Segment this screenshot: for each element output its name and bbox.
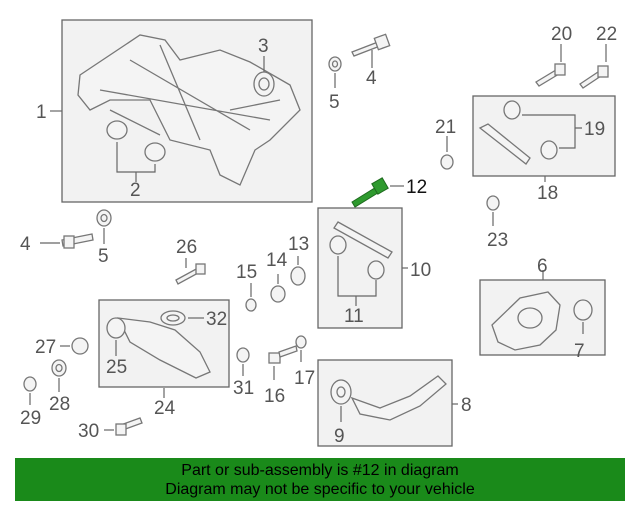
callout-1: 1	[36, 102, 47, 123]
callout-8: 8	[461, 395, 472, 416]
lower-arm-assembly[interactable]	[98, 299, 230, 398]
washer-5-top[interactable]	[328, 56, 342, 88]
callout-23: 23	[487, 230, 508, 251]
callout-2: 2	[130, 180, 141, 201]
bolt-part-30[interactable]	[104, 417, 143, 436]
nut-part-15[interactable]	[245, 283, 257, 312]
nut-part-31[interactable]	[236, 347, 250, 376]
washer-5-left[interactable]	[96, 209, 112, 244]
bolt-part-16[interactable]	[268, 345, 298, 380]
callout-12: 12	[406, 177, 427, 198]
bushing-part-14[interactable]	[270, 274, 286, 303]
bolt-part-22[interactable]	[579, 44, 609, 89]
bolt-part-20[interactable]	[535, 44, 566, 87]
nut-part-23[interactable]	[486, 195, 500, 226]
subframe-bushing-right	[144, 142, 166, 162]
callout-31: 31	[233, 378, 254, 399]
part-notice-banner: Part or sub-assembly is #12 in diagram D…	[15, 458, 625, 501]
cap-part-27[interactable]	[60, 337, 89, 355]
callout-19: 19	[584, 119, 605, 140]
callout-26: 26	[176, 237, 197, 258]
callout-32: 32	[206, 309, 227, 330]
banner-line-2: Diagram may not be specific to your vehi…	[165, 481, 475, 498]
callout-6: 6	[537, 256, 548, 277]
callout-4-top: 4	[366, 68, 377, 89]
subframe-assembly[interactable]	[50, 19, 313, 203]
callout-15: 15	[236, 262, 257, 283]
washer-part-28[interactable]	[51, 359, 67, 392]
callout-29: 29	[20, 408, 41, 429]
callout-21: 21	[435, 117, 456, 138]
subframe-bushing-left	[106, 120, 128, 140]
bolt-part-12[interactable]	[351, 177, 404, 208]
subframe-bolt-top[interactable]	[351, 33, 391, 68]
callout-25: 25	[106, 357, 127, 378]
callout-4-left: 4	[20, 234, 31, 255]
callout-28: 28	[49, 394, 70, 415]
trailing-arm-assembly[interactable]	[317, 359, 458, 447]
callout-16: 16	[264, 386, 285, 407]
callout-14: 14	[266, 250, 288, 271]
callout-5-left: 5	[98, 246, 109, 267]
callout-3: 3	[258, 36, 269, 57]
bushing-part-3	[253, 71, 275, 97]
subframe-bolt-left[interactable]	[40, 233, 94, 249]
callout-20: 20	[551, 24, 572, 45]
callout-17: 17	[294, 368, 315, 389]
subframe-body	[77, 34, 301, 186]
upper-link-assembly[interactable]	[317, 207, 408, 329]
callout-27: 27	[35, 337, 56, 358]
callout-13: 13	[288, 234, 309, 255]
bushing-part-13[interactable]	[290, 256, 306, 286]
callout-24: 24	[154, 398, 176, 419]
bolt-part-26[interactable]	[175, 258, 206, 285]
callout-30: 30	[78, 421, 99, 442]
callout-5-top: 5	[329, 92, 340, 113]
callout-11: 11	[344, 306, 364, 327]
washer-part-17[interactable]	[295, 335, 307, 362]
lateral-link-assembly[interactable]	[472, 95, 616, 182]
callout-7: 7	[574, 341, 585, 362]
knuckle-assembly[interactable]	[479, 270, 606, 356]
nut-part-21[interactable]	[440, 136, 454, 170]
callout-22: 22	[596, 24, 617, 45]
callout-10: 10	[410, 260, 431, 281]
callout-18: 18	[537, 183, 558, 204]
callout-9: 9	[334, 426, 345, 447]
nut-part-29[interactable]	[23, 376, 37, 405]
banner-line-1: Part or sub-assembly is #12 in diagram	[181, 462, 459, 479]
